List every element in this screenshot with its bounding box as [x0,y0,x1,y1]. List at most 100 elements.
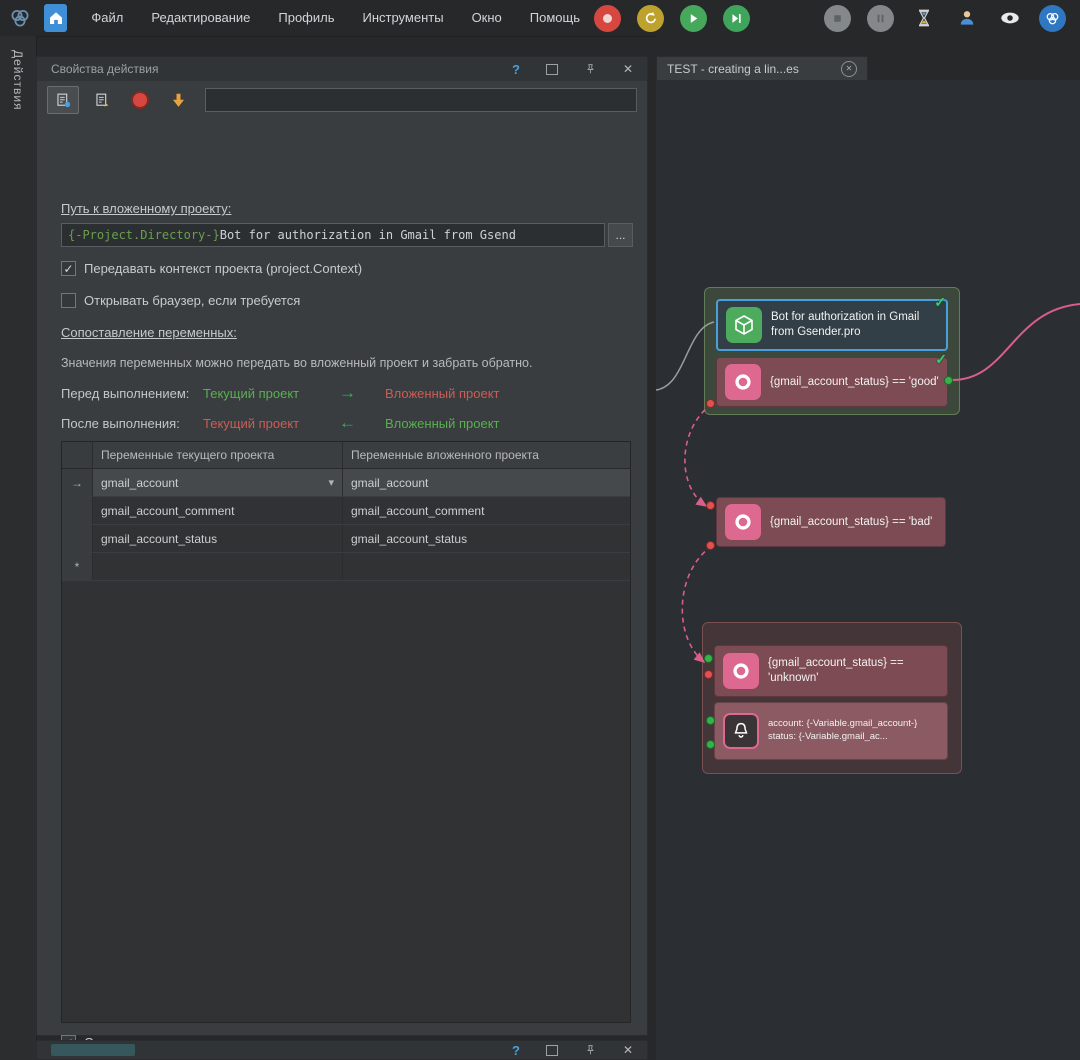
play-icon [687,12,700,25]
node-condition-bad[interactable]: {gmail_account_status} == 'bad' [716,497,946,547]
success-check-icon: ✓ [934,294,946,311]
before-label: Перед выполнением: [61,386,203,401]
code-view-button[interactable] [87,87,117,113]
close-icon[interactable]: ✕ [623,1043,633,1057]
account-button[interactable] [1039,5,1066,32]
nested-project-path-link[interactable]: Путь к вложенному проекту: [61,201,231,216]
tab-close-icon[interactable]: ✕ [841,61,857,77]
checkbox-label: Открывать браузер, если требуется [84,293,300,308]
node-notification[interactable]: account: {-Variable.gmail_account-} stat… [714,702,948,760]
hourglass-icon [914,8,934,28]
cell-nested: gmail_account_comment [351,504,484,518]
arrow-right-icon: → [339,383,385,403]
connector-wires [656,80,1080,1060]
notify-line1: account: {-Variable.gmail_account-} [768,718,917,729]
connector-dot-green[interactable] [706,716,715,725]
pause-button[interactable] [867,5,894,32]
run-controls [594,5,1080,32]
menu-tools[interactable]: Инструменты [349,0,458,36]
activity-strip: Действия [0,36,37,1060]
restart-button[interactable] [637,5,664,32]
connector-dot-green[interactable] [944,376,953,385]
watch-button[interactable] [996,5,1023,32]
table-row[interactable]: → gmail_account▾ gmail_account [62,469,630,497]
column-header-nested: Переменные вложенного проекта [343,442,630,468]
cell-current: gmail_account_status [101,532,217,546]
cell-current: gmail_account_comment [101,504,234,518]
connector-dot-red[interactable] [706,541,715,550]
pin-icon[interactable] [584,63,597,76]
play-to-end-button[interactable] [723,5,750,32]
close-icon[interactable]: ✕ [623,62,633,76]
maximize-icon[interactable] [546,64,558,75]
connector-dot-red[interactable] [704,670,713,679]
variables-table: Переменные текущего проекта Переменные в… [61,441,631,1023]
app-logo-icon [8,6,32,30]
connector-dot-green[interactable] [706,740,715,749]
check-icon: ✓ [63,262,73,276]
play-button[interactable] [680,5,707,32]
maximize-icon[interactable] [546,1045,558,1056]
cell-nested: gmail_account_status [351,532,467,546]
arrow-left-icon: ← [339,413,385,433]
cell-nested: gmail_account [351,476,428,490]
help-icon[interactable]: ? [512,1043,520,1058]
connector-dot-red[interactable] [706,399,715,408]
pin-icon[interactable] [584,1044,597,1057]
project-tab[interactable]: TEST - creating a lin...es ✕ [656,56,868,80]
nested-project-path-field[interactable]: {-Project.Directory-}Bot for authorizati… [61,223,605,247]
connector-dot-green[interactable] [704,654,713,663]
dropdown-caret-icon[interactable]: ▾ [328,476,334,489]
bell-icon [723,713,759,749]
node-label: {gmail_account_status} == 'good' [770,375,939,390]
form-list-icon [54,91,73,110]
profile-button[interactable] [953,5,980,32]
insert-down-button[interactable] [163,87,193,113]
notify-line2: status: {-Variable.gmail_ac... [768,731,888,742]
node-bot-project[interactable]: Bot for authorization in Gmail from Gsen… [716,299,948,351]
table-row[interactable]: gmail_account_status gmail_account_statu… [62,525,630,553]
node-label: Bot for authorization in Gmail from Gsen… [771,310,938,340]
panel-titlebar: Свойства действия ? ✕ [37,57,647,81]
properties-view-button[interactable] [47,86,79,114]
nested-project-label: Вложенный проект [385,386,500,401]
checkbox-label: Передавать контекст проекта (project.Con… [84,261,362,276]
menu-help[interactable]: Помощь [516,0,594,36]
home-button[interactable] [44,4,67,32]
node-condition-good[interactable]: {gmail_account_status} == 'good' ✓ [716,357,948,407]
actions-dock-label: Действия [11,50,25,111]
connector-dot-red[interactable] [706,501,715,510]
record-action-button[interactable] [125,87,155,113]
bad-branch-wire [685,404,712,506]
menu-profile[interactable]: Профиль [264,0,348,36]
menu-edit[interactable]: Редактирование [137,0,264,36]
after-label: После выполнения: [61,416,203,431]
project-tab-title: TEST - creating a lin...es [667,62,799,76]
current-project-label: Текущий проект [203,386,339,401]
home-icon [47,9,65,27]
menu-bar: Файл Редактирование Профиль Инструменты … [0,0,1080,37]
mapping-hint-text: Значения переменных можно передать во вл… [61,356,532,370]
browse-button[interactable]: ... [608,223,633,247]
condition-eye-icon [725,364,761,400]
menu-window[interactable]: Окно [458,0,516,36]
help-icon[interactable]: ? [512,62,520,77]
quick-search-input[interactable] [205,88,637,112]
node-condition-unknown[interactable]: {gmail_account_status} == 'unknown' [714,645,948,697]
checkbox-open-browser[interactable]: Открывать браузер, если требуется [61,293,300,308]
record-button[interactable] [594,5,621,32]
skip-icon [730,12,743,25]
column-header-current: Переменные текущего проекта [93,442,343,468]
panel-toolbar [37,81,647,119]
condition-eye-icon [725,504,761,540]
variable-mapping-link[interactable]: Сопоставление переменных: [61,325,237,340]
menu-file[interactable]: Файл [77,0,137,36]
flow-canvas[interactable]: Bot for authorization in Gmail from Gsen… [656,80,1080,1060]
actions-dock-tab[interactable]: Действия [0,50,36,111]
stop-button[interactable] [824,5,851,32]
checkbox-pass-context[interactable]: ✓ Передавать контекст проекта (project.C… [61,261,362,276]
table-new-row[interactable]: * [62,553,630,581]
bottom-panel-highlight[interactable] [51,1044,135,1056]
table-row[interactable]: gmail_account_comment gmail_account_comm… [62,497,630,525]
